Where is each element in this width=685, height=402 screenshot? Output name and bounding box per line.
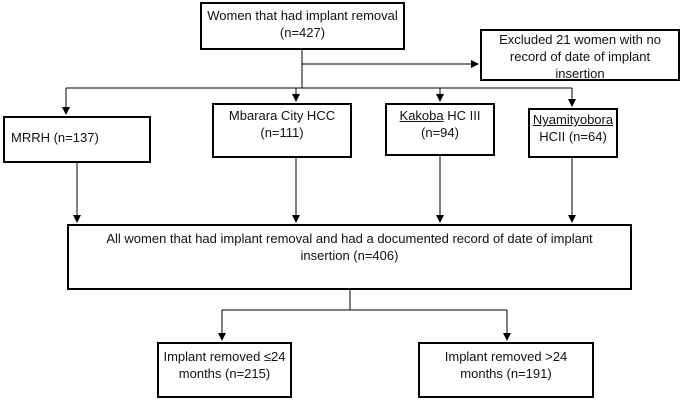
- outcome-gt24-count: months (n=191): [460, 366, 552, 381]
- site-kakoba-level: HC III: [443, 108, 481, 123]
- total-removals-title: Women that had implant removal: [207, 8, 398, 23]
- site-mbarara-count: (n=111): [260, 125, 304, 140]
- outcome-gt24-label: Implant removed >24: [444, 349, 568, 364]
- outcome-box-le24: Implant removed ≤24 months (n=215): [157, 342, 292, 398]
- outcome-le24-label: Implant removed ≤24: [163, 349, 286, 364]
- site-nyamityobora-count: HCII (n=64): [539, 129, 607, 144]
- excluded-line-1: Excluded 21 women with no: [499, 32, 661, 47]
- total-removals-box: Women that had implant removal (n=427): [200, 2, 405, 50]
- site-box-nyamityobora: Nyamityobora HCII (n=64): [528, 108, 618, 158]
- outcome-box-gt24: Implant removed >24 months (n=191): [418, 342, 594, 398]
- site-box-kakoba: Kakoba HC III (n=94): [385, 103, 495, 156]
- outcome-le24-count: months (n=215): [178, 366, 271, 381]
- site-box-mrrh: MRRH (n=137): [3, 116, 151, 163]
- excluded-line-2: record of date of implant: [509, 49, 651, 64]
- excluded-line-3: insertion: [555, 66, 605, 81]
- total-removals-count: (n=427): [279, 25, 326, 40]
- combined-box: All women that had implant removal and h…: [67, 224, 632, 290]
- site-nyamityobora-name: Nyamityobora: [532, 112, 614, 127]
- site-kakoba-name: Kakoba: [399, 108, 444, 123]
- combined-line-1: All women that had implant removal and h…: [106, 231, 593, 246]
- site-kakoba-count: (n=94): [421, 125, 459, 140]
- excluded-box: Excluded 21 women with no record of date…: [480, 29, 680, 81]
- combined-line-2: insertion (n=406): [300, 248, 399, 263]
- site-mbarara-name: Mbarara City HCC: [228, 108, 336, 123]
- site-mrrh-label: MRRH (n=137): [11, 130, 99, 145]
- site-box-mbarara: Mbarara City HCC (n=111): [212, 103, 352, 158]
